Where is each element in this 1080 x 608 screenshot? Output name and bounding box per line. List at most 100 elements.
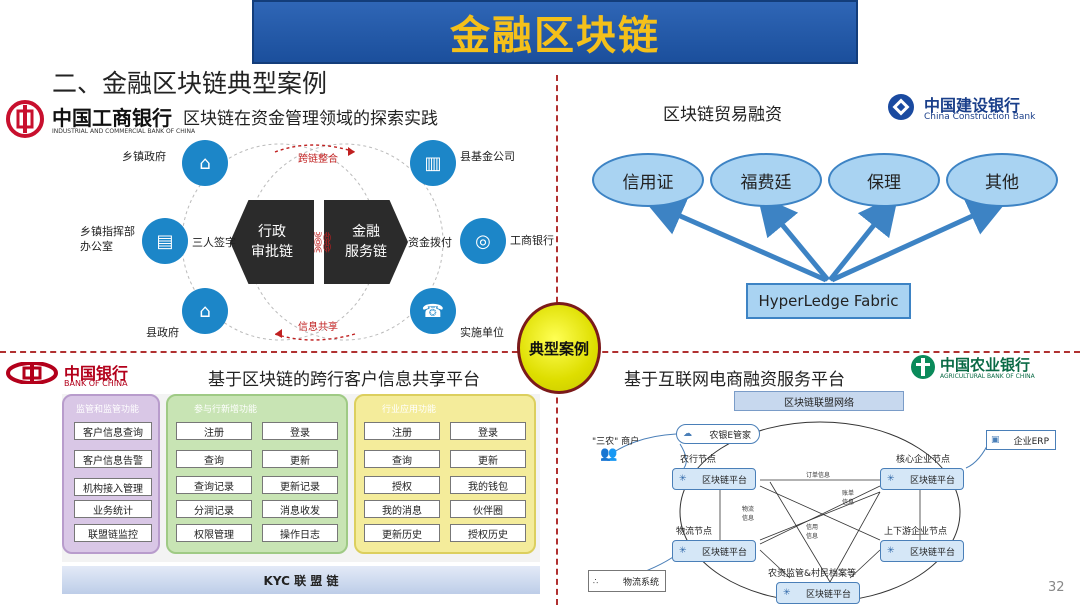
boc-panel2-title: 参与行新增功能 <box>194 405 258 415</box>
bill-info-label: 账单 信息 <box>842 490 855 506</box>
dots-network-icon: ∴ <box>593 576 599 586</box>
boc-p2-item: 权限管理 <box>176 524 252 542</box>
slide-title: 金融区块链 <box>252 0 858 64</box>
ccb-arrows <box>643 194 1009 283</box>
fund-company-icon: ▥ <box>410 140 456 186</box>
three-sign-label: 三人签字 <box>192 236 236 249</box>
updown-node-label: 上下游企业节点 <box>884 527 948 537</box>
cross-chain-label: 跨链整合 <box>298 154 338 165</box>
boc-p2-item: 查询记录 <box>176 476 252 494</box>
boc-logo-icon <box>6 361 58 385</box>
platform-label: 区块链平台 <box>909 547 955 558</box>
admin-approval-chain: 行政 审批链 <box>230 200 314 284</box>
abc-node-label: 农行节点 <box>680 455 717 465</box>
boc-panel3-title: 行业应用功能 <box>382 405 437 415</box>
chain-link-icon: ⛓ <box>310 230 336 254</box>
icbc-node-icon: ◎ <box>460 218 506 264</box>
boc-p1-item: 机构接入管理 <box>74 478 152 496</box>
core-node-label: 核心企业节点 <box>896 455 951 465</box>
typical-case-badge: 典型案例 <box>517 302 601 394</box>
boc-p3-item: 注册 <box>364 422 440 440</box>
network-icon: ✳ <box>679 474 687 484</box>
boc-p1-item: 联盟链监控 <box>74 524 152 542</box>
boc-p3-item: 我的钱包 <box>450 476 526 494</box>
ccb-item-other: 其他 <box>946 153 1058 207</box>
boc-p2-item: 消息收发 <box>262 500 338 518</box>
boc-p2-item: 更新 <box>262 450 338 468</box>
core-node-platform: ✳ 区块链平台 <box>880 468 964 490</box>
sannong-merchant-label: "三农" 商户 <box>592 437 640 447</box>
abc-bank-name-en: AGRICULTURAL BANK OF CHINA <box>940 373 1035 380</box>
hyperledger-base: HyperLedge Fabric <box>746 283 911 319</box>
info-share-label: 信息共享 <box>298 322 338 333</box>
boc-bank-name: 中国银行 <box>64 364 129 383</box>
boc-panel-industry: 行业应用功能 注册 登录 查询 更新 授权 我的钱包 我的消息 伙伴圈 更新历史… <box>354 394 536 554</box>
abc-node-platform: ✳ 区块链平台 <box>672 468 756 490</box>
boc-p3-item: 登录 <box>450 422 526 440</box>
boc-p3-item: 授权历史 <box>450 524 526 542</box>
credit-info-label: 信用 信息 <box>806 524 819 540</box>
township-gov-icon: ⌂ <box>182 140 228 186</box>
township-gov-label: 乡镇政府 <box>122 150 166 163</box>
ccb-logo-icon <box>886 92 916 122</box>
rural-node-label: 农资监管&村民档案等 <box>768 569 857 579</box>
fund-disburse-label: 资金拨付 <box>408 236 452 249</box>
logistics-node-label: 物流节点 <box>676 527 713 537</box>
ccb-bank-name: 中国建设银行 <box>924 96 1021 115</box>
abc-logo-icon <box>910 354 936 380</box>
order-info-label: 订单信息 <box>806 472 831 479</box>
icbc-heading: 区块链在资金管理领域的探索实践 <box>183 109 438 129</box>
ccb-item-letter-of-credit: 信用证 <box>592 153 704 207</box>
icbc-bank-name: 中国工商银行 <box>52 106 172 130</box>
kyc-alliance-chain: KYC 联 盟 链 <box>62 566 540 594</box>
boc-p1-item: 客户信息告警 <box>74 450 152 468</box>
boc-platform: 监管和监管功能 客户信息查询 客户信息告警 机构接入管理 业务统计 联盟链监控 … <box>62 394 540 562</box>
icbc-diagram: 行政 审批链 金融 服务链 ⛓ 跨链整合 信息共享 ⌂ 乡镇政府 ▤ 乡镇指挥部… <box>80 138 554 346</box>
abc-heading: 基于互联网电商融资服务平台 <box>624 370 845 390</box>
network-icon: ✳ <box>679 546 687 556</box>
ccb-item-forfaiting: 福费廷 <box>710 153 822 207</box>
boc-panel-participant: 参与行新增功能 注册 登录 查询 更新 查询记录 更新记录 分润记录 消息收发 … <box>166 394 348 554</box>
platform-label: 区块链平台 <box>701 475 747 486</box>
boc-heading: 基于区块链的跨行客户信息共享平台 <box>208 370 480 390</box>
users-icon: 👥 <box>600 446 618 462</box>
icbc-node-label: 工商银行 <box>510 234 554 247</box>
boc-p1-item: 业务统计 <box>74 500 152 518</box>
ccb-item-factoring: 保理 <box>828 153 940 207</box>
logistics-info-label: 物流 信息 <box>742 506 755 522</box>
section-subtitle: 二、金融区块链典型案例 <box>52 69 328 98</box>
implement-unit-icon: ☎ <box>410 288 456 334</box>
boc-p3-item: 更新 <box>450 450 526 468</box>
boc-p3-item: 查询 <box>364 450 440 468</box>
abc-manager-node: ☁ 农银E管家 <box>676 424 760 444</box>
boc-bank-name-en: BANK OF CHINA <box>64 379 128 388</box>
command-office-icon: ▤ <box>142 218 188 264</box>
command-office-label: 乡镇指挥部 办公室 <box>80 225 135 253</box>
ccb-bank-name-en: China Construction Bank <box>924 112 1036 122</box>
platform-label: 区块链平台 <box>909 475 955 486</box>
cloud-icon: ☁ <box>683 429 692 439</box>
boc-panel-regulator: 监管和监管功能 客户信息查询 客户信息告警 机构接入管理 业务统计 联盟链监控 <box>62 394 160 554</box>
county-gov-icon: ⌂ <box>182 288 228 334</box>
fund-company-label: 县基金公司 <box>460 150 515 163</box>
logistics-node-platform: ✳ 区块链平台 <box>672 540 756 562</box>
ccb-heading: 区块链贸易融资 <box>663 105 782 125</box>
icbc-bank-name-en: INDUSTRIAL AND COMMERCIAL BANK OF CHINA <box>52 128 196 135</box>
network-icon: ✳ <box>887 474 895 484</box>
boc-p3-item: 伙伴圈 <box>450 500 526 518</box>
boc-p3-item: 授权 <box>364 476 440 494</box>
document-check-icon: ▣ <box>991 435 1000 445</box>
network-icon: ✳ <box>887 546 895 556</box>
boc-p2-item: 操作日志 <box>262 524 338 542</box>
platform-label: 区块链平台 <box>701 547 747 558</box>
logistics-system-label: 物流系统 <box>622 577 659 588</box>
abc-bank-name: 中国农业银行 <box>940 356 1031 374</box>
boc-p2-item: 查询 <box>176 450 252 468</box>
ccb-logo: 中国建设银行 China Construction Bank <box>880 86 1072 128</box>
boc-p2-item: 注册 <box>176 422 252 440</box>
alliance-network-label: 区块链联盟网络 <box>734 391 904 411</box>
implement-unit-label: 实施单位 <box>460 326 504 339</box>
platform-label: 区块链平台 <box>805 589 851 600</box>
updown-node-platform: ✳ 区块链平台 <box>880 540 964 562</box>
